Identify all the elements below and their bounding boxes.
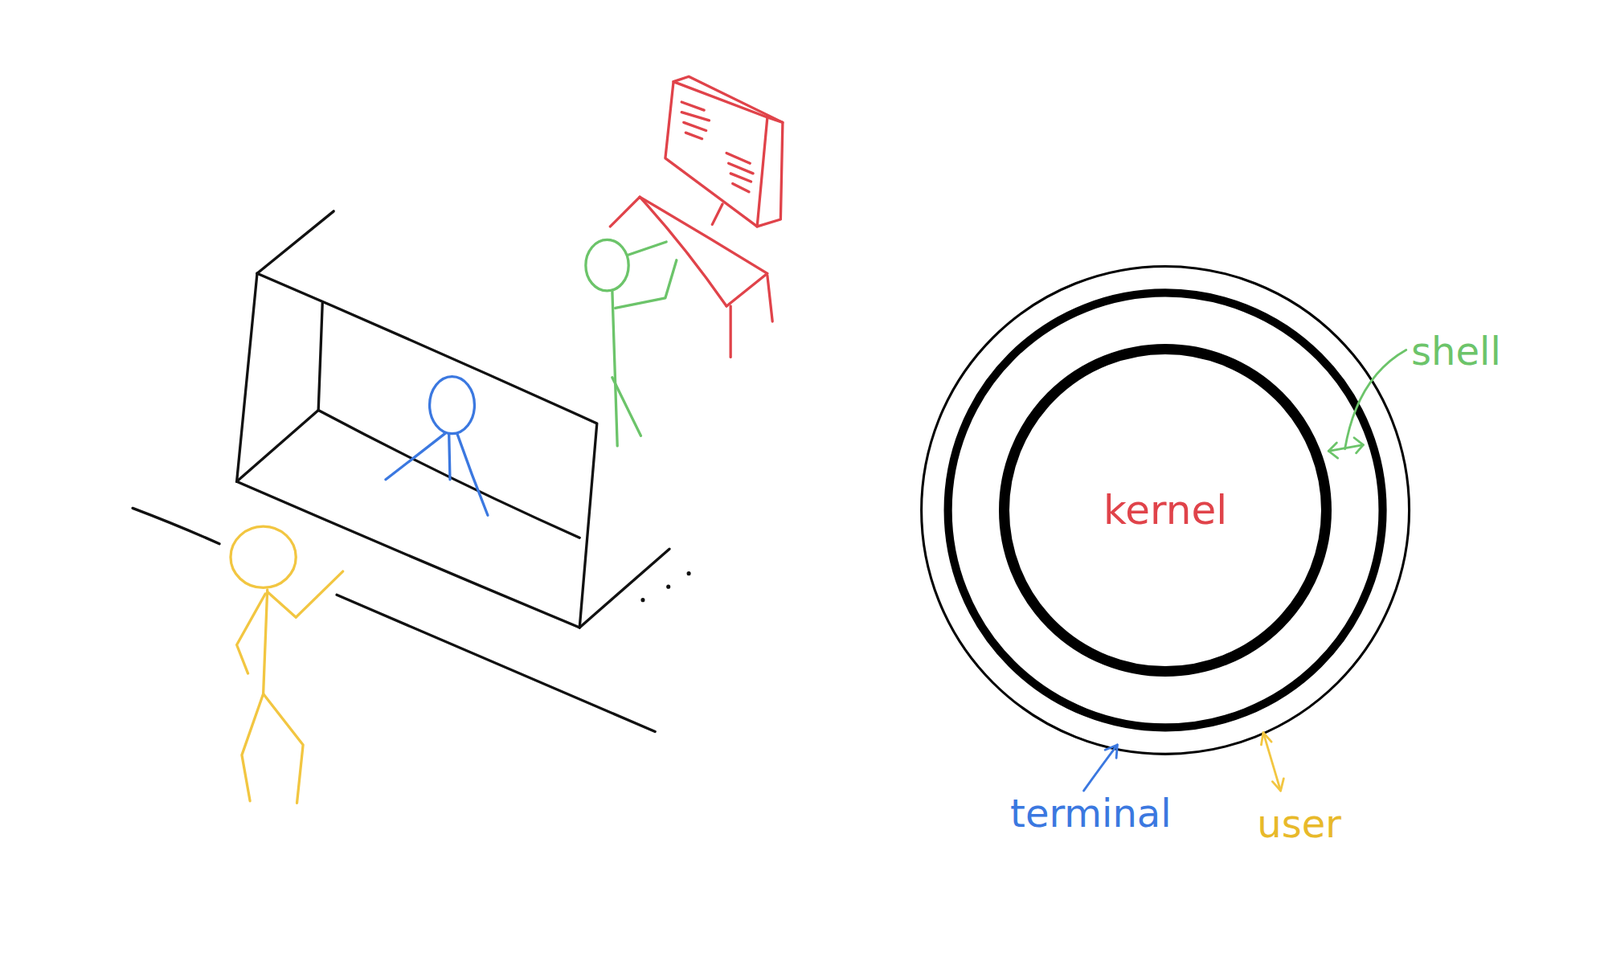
shell-person <box>585 239 677 446</box>
terminal-leader <box>1083 744 1118 791</box>
layer-label: user <box>1256 801 1342 847</box>
shell-leader <box>1328 350 1407 459</box>
user-leader <box>1260 732 1284 791</box>
user-person <box>230 526 344 803</box>
node-label: kernel <box>1103 486 1228 534</box>
terminal-person <box>385 376 488 516</box>
kernel-circle: kernel <box>998 343 1332 677</box>
computer <box>609 76 783 357</box>
layer-label: terminal <box>1010 790 1172 836</box>
dots <box>640 571 691 602</box>
layer-label: shell <box>1411 328 1502 374</box>
booth <box>132 211 670 733</box>
rings <box>921 265 1410 754</box>
